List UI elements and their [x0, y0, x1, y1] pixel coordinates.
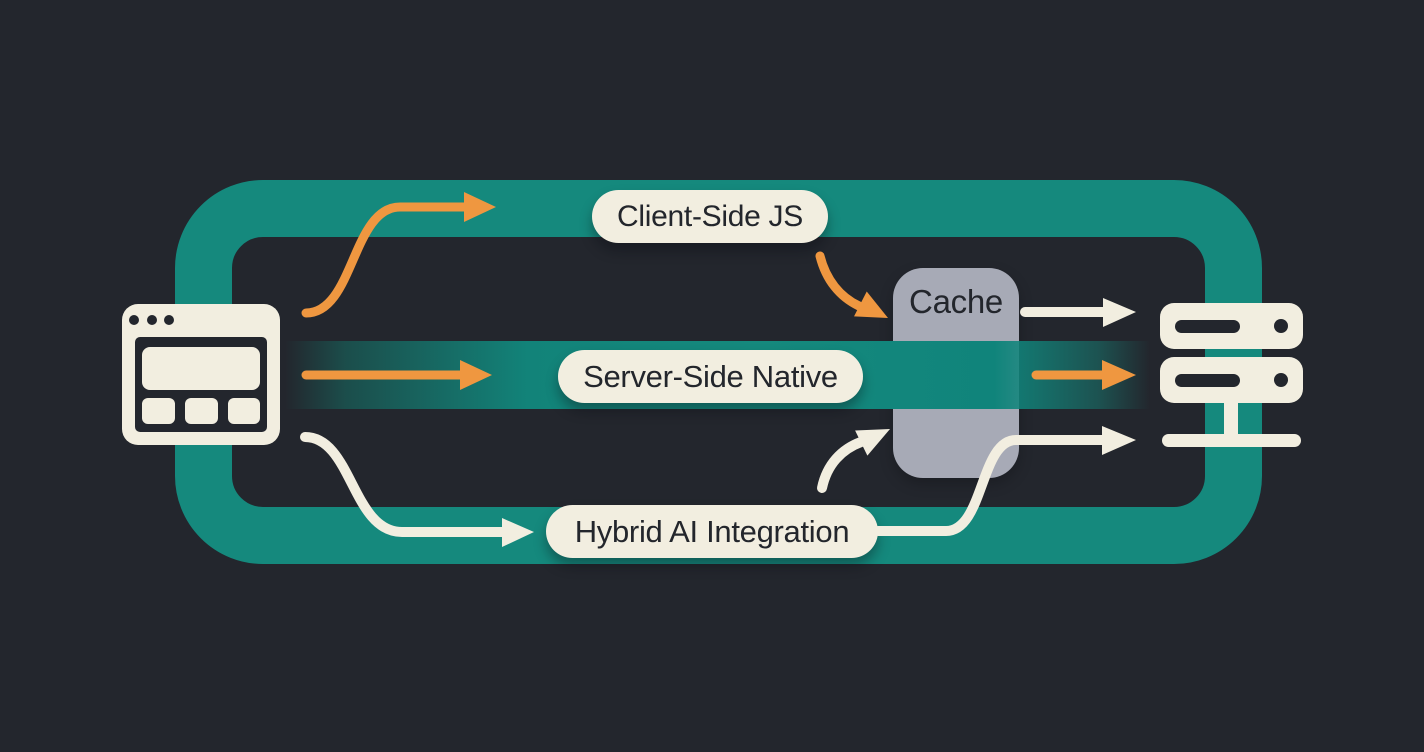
browser-dot-icon — [164, 315, 174, 325]
pill-server-side-native-label: Server-Side Native — [583, 358, 838, 394]
pill-hybrid-ai-integration-label: Hybrid AI Integration — [574, 513, 850, 549]
browser-tile — [142, 398, 175, 424]
browser-tile — [228, 398, 260, 424]
pill-client-side-js-label: Client-Side JS — [617, 199, 803, 233]
server-stack-icon — [1160, 303, 1303, 448]
server-slot — [1175, 320, 1240, 333]
pill-server-side-native: Server-Side Native — [558, 350, 863, 403]
pill-hybrid-ai-integration: Hybrid AI Integration — [546, 505, 878, 558]
server-stand — [1224, 401, 1238, 437]
server-base — [1162, 434, 1301, 447]
server-led — [1274, 373, 1288, 387]
browser-window-icon — [122, 304, 280, 445]
server-slot — [1175, 374, 1240, 387]
server-led — [1274, 319, 1288, 333]
browser-dot-icon — [147, 315, 157, 325]
browser-dot-icon — [129, 315, 139, 325]
pill-client-side-js: Client-Side JS — [592, 190, 828, 243]
browser-content-block — [142, 347, 260, 390]
cache-label: Cache — [909, 283, 1003, 320]
browser-tile — [185, 398, 218, 424]
